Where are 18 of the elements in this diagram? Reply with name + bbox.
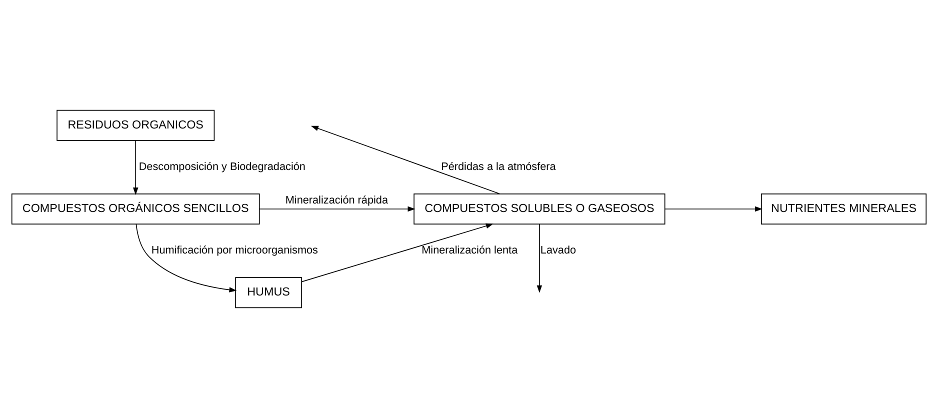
node-box: COMPUESTOS SOLUBLES O GASEOSOS (414, 193, 666, 224)
node-box: RESIDUOS ORGANICOS (56, 109, 215, 140)
edge-label: Pérdidas a la atmósfera (441, 160, 556, 173)
edge-label: Lavado (540, 244, 576, 256)
arrow (536, 223, 542, 292)
node-box: COMPUESTOS ORGÁNICOS SENCILLOS (11, 193, 260, 224)
arrow (302, 222, 494, 282)
arrow (310, 125, 500, 194)
edge-label: Mineralización lenta (422, 244, 518, 256)
node-box: HUMUS (235, 276, 302, 308)
edge-label: Descomposición y Biodegradación (138, 160, 306, 173)
node-box: NUTRIENTES MINERALES (761, 193, 927, 224)
arrow (136, 223, 237, 292)
arrow (259, 206, 416, 212)
edge-label: Mineralización rápida (285, 194, 388, 206)
arrow (132, 140, 138, 195)
edge-label: Humificación por microorganismos (151, 244, 318, 256)
arrow (664, 206, 763, 212)
